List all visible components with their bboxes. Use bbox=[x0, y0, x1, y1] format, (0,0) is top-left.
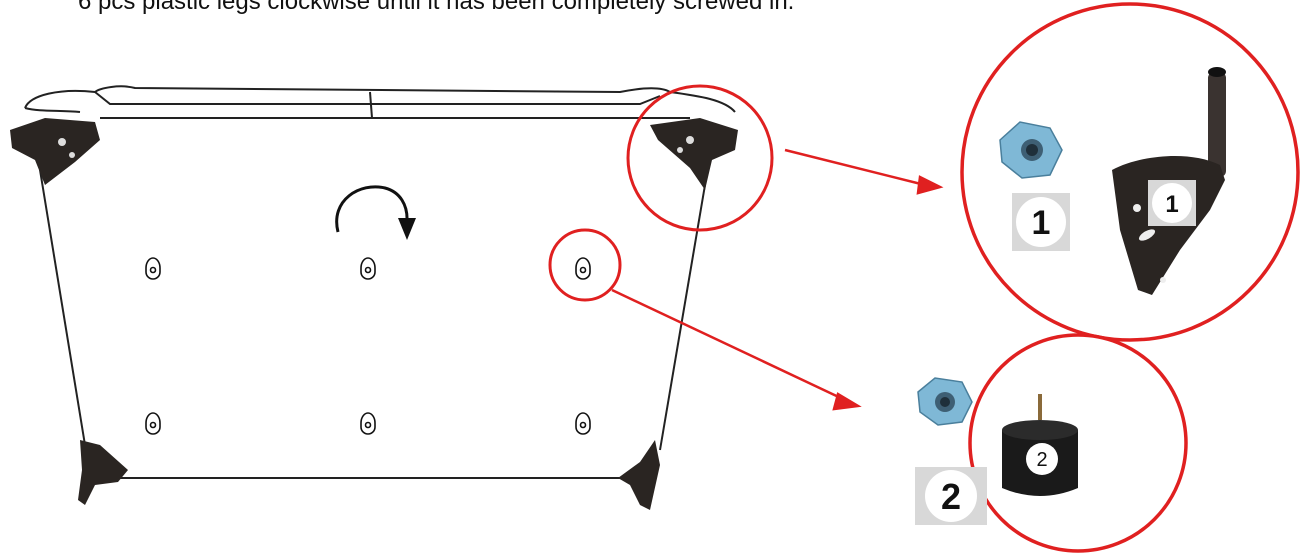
mount-hole-icon bbox=[145, 412, 161, 435]
mount-hole-icon bbox=[575, 257, 591, 280]
leg-mount-holes bbox=[145, 257, 591, 435]
mount-hole-icon bbox=[360, 412, 376, 435]
bracket-top-right bbox=[650, 118, 738, 190]
highlight-hole-circle bbox=[548, 228, 622, 302]
bracket-bottom-right bbox=[618, 440, 660, 510]
t-nut-icon bbox=[917, 377, 973, 426]
nut-label-2: 2 bbox=[941, 476, 961, 517]
clockwise-arrow-icon bbox=[335, 185, 416, 240]
mount-hole-icon bbox=[145, 257, 161, 280]
instruction-text: 6 pcs plastic legs clockwise until it ha… bbox=[78, 0, 795, 15]
bracket-label-1: 1 bbox=[1165, 191, 1178, 218]
sofa-frame bbox=[24, 85, 736, 479]
nut-label-1: 1 bbox=[1032, 204, 1051, 242]
bracket-bottom-left bbox=[78, 440, 128, 505]
t-nut-icon bbox=[999, 121, 1063, 179]
callout-arrows bbox=[611, 148, 944, 411]
detail-callout-1 bbox=[960, 2, 1300, 342]
detail-callout-2 bbox=[915, 333, 1188, 553]
highlight-corner-circle bbox=[626, 84, 774, 232]
mount-hole-icon bbox=[575, 412, 591, 435]
mount-hole-icon bbox=[360, 257, 376, 280]
bracket-top-left bbox=[10, 118, 100, 185]
leg-label-2: 2 bbox=[1036, 449, 1047, 471]
